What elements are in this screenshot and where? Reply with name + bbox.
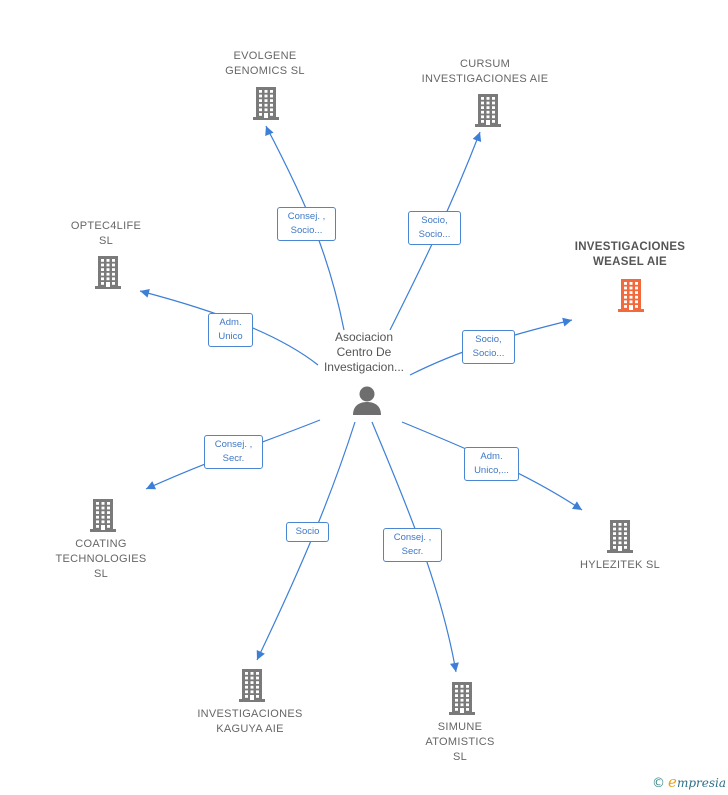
arrowhead-kaguya (256, 649, 265, 660)
center-entity-label[interactable]: Asociacion Centro De Investigacion... (323, 330, 405, 374)
arrowhead-simune (450, 662, 459, 672)
relation-label-simune[interactable]: Consej. , Secr. (383, 528, 442, 562)
person-icon (353, 386, 381, 415)
building-icon[interactable] (92, 255, 124, 294)
relation-label-hylezitek[interactable]: Adm. Unico,... (464, 447, 519, 481)
arrowhead-cursum (472, 132, 482, 142)
relation-label-optec4life[interactable]: Adm. Unico (208, 313, 253, 347)
building-icon[interactable] (615, 278, 647, 317)
relation-label-kaguya[interactable]: Socio (286, 522, 329, 542)
company-label-kaguya[interactable]: INVESTIGACIONES KAGUYA AIE (197, 708, 303, 735)
brand-logo-e: e (668, 773, 677, 791)
arrowhead-evolgene (265, 126, 274, 137)
relation-label-cursum[interactable]: Socio, Socio... (408, 211, 461, 245)
building-icon[interactable] (250, 86, 282, 125)
building-icon[interactable] (472, 93, 504, 132)
building-icon[interactable] (87, 498, 119, 537)
relation-label-coating[interactable]: Consej. , Secr. (204, 435, 263, 469)
building-icon[interactable] (604, 519, 636, 558)
company-label-optec4life[interactable]: OPTEC4LIFE SL (70, 220, 142, 247)
building-icon[interactable] (236, 668, 268, 707)
company-label-cursum[interactable]: CURSUM INVESTIGACIONES AIE (421, 58, 549, 85)
company-label-weasel[interactable]: INVESTIGACIONES WEASEL AIE (574, 241, 686, 268)
brand-footer[interactable]: ©empresia (652, 773, 726, 791)
copyright-icon: © (652, 776, 666, 791)
arrowhead-coating (146, 481, 157, 490)
company-label-simune[interactable]: SIMUNE ATOMISTICS SL (425, 721, 495, 763)
company-label-hylezitek[interactable]: HYLEZITEK SL (579, 559, 660, 571)
brand-name: mpresia (676, 776, 726, 790)
company-label-coating[interactable]: COATING TECHNOLOGIES SL (55, 538, 147, 580)
relation-label-evolgene[interactable]: Consej. , Socio... (277, 207, 336, 241)
relation-label-weasel[interactable]: Socio, Socio... (462, 330, 515, 364)
arrowhead-weasel (562, 317, 572, 327)
building-icon[interactable] (446, 681, 478, 720)
arrowhead-optec4life (140, 288, 150, 298)
company-label-evolgene[interactable]: EVOLGENE GENOMICS SL (225, 50, 305, 77)
arrowhead-hylezitek (572, 501, 582, 510)
